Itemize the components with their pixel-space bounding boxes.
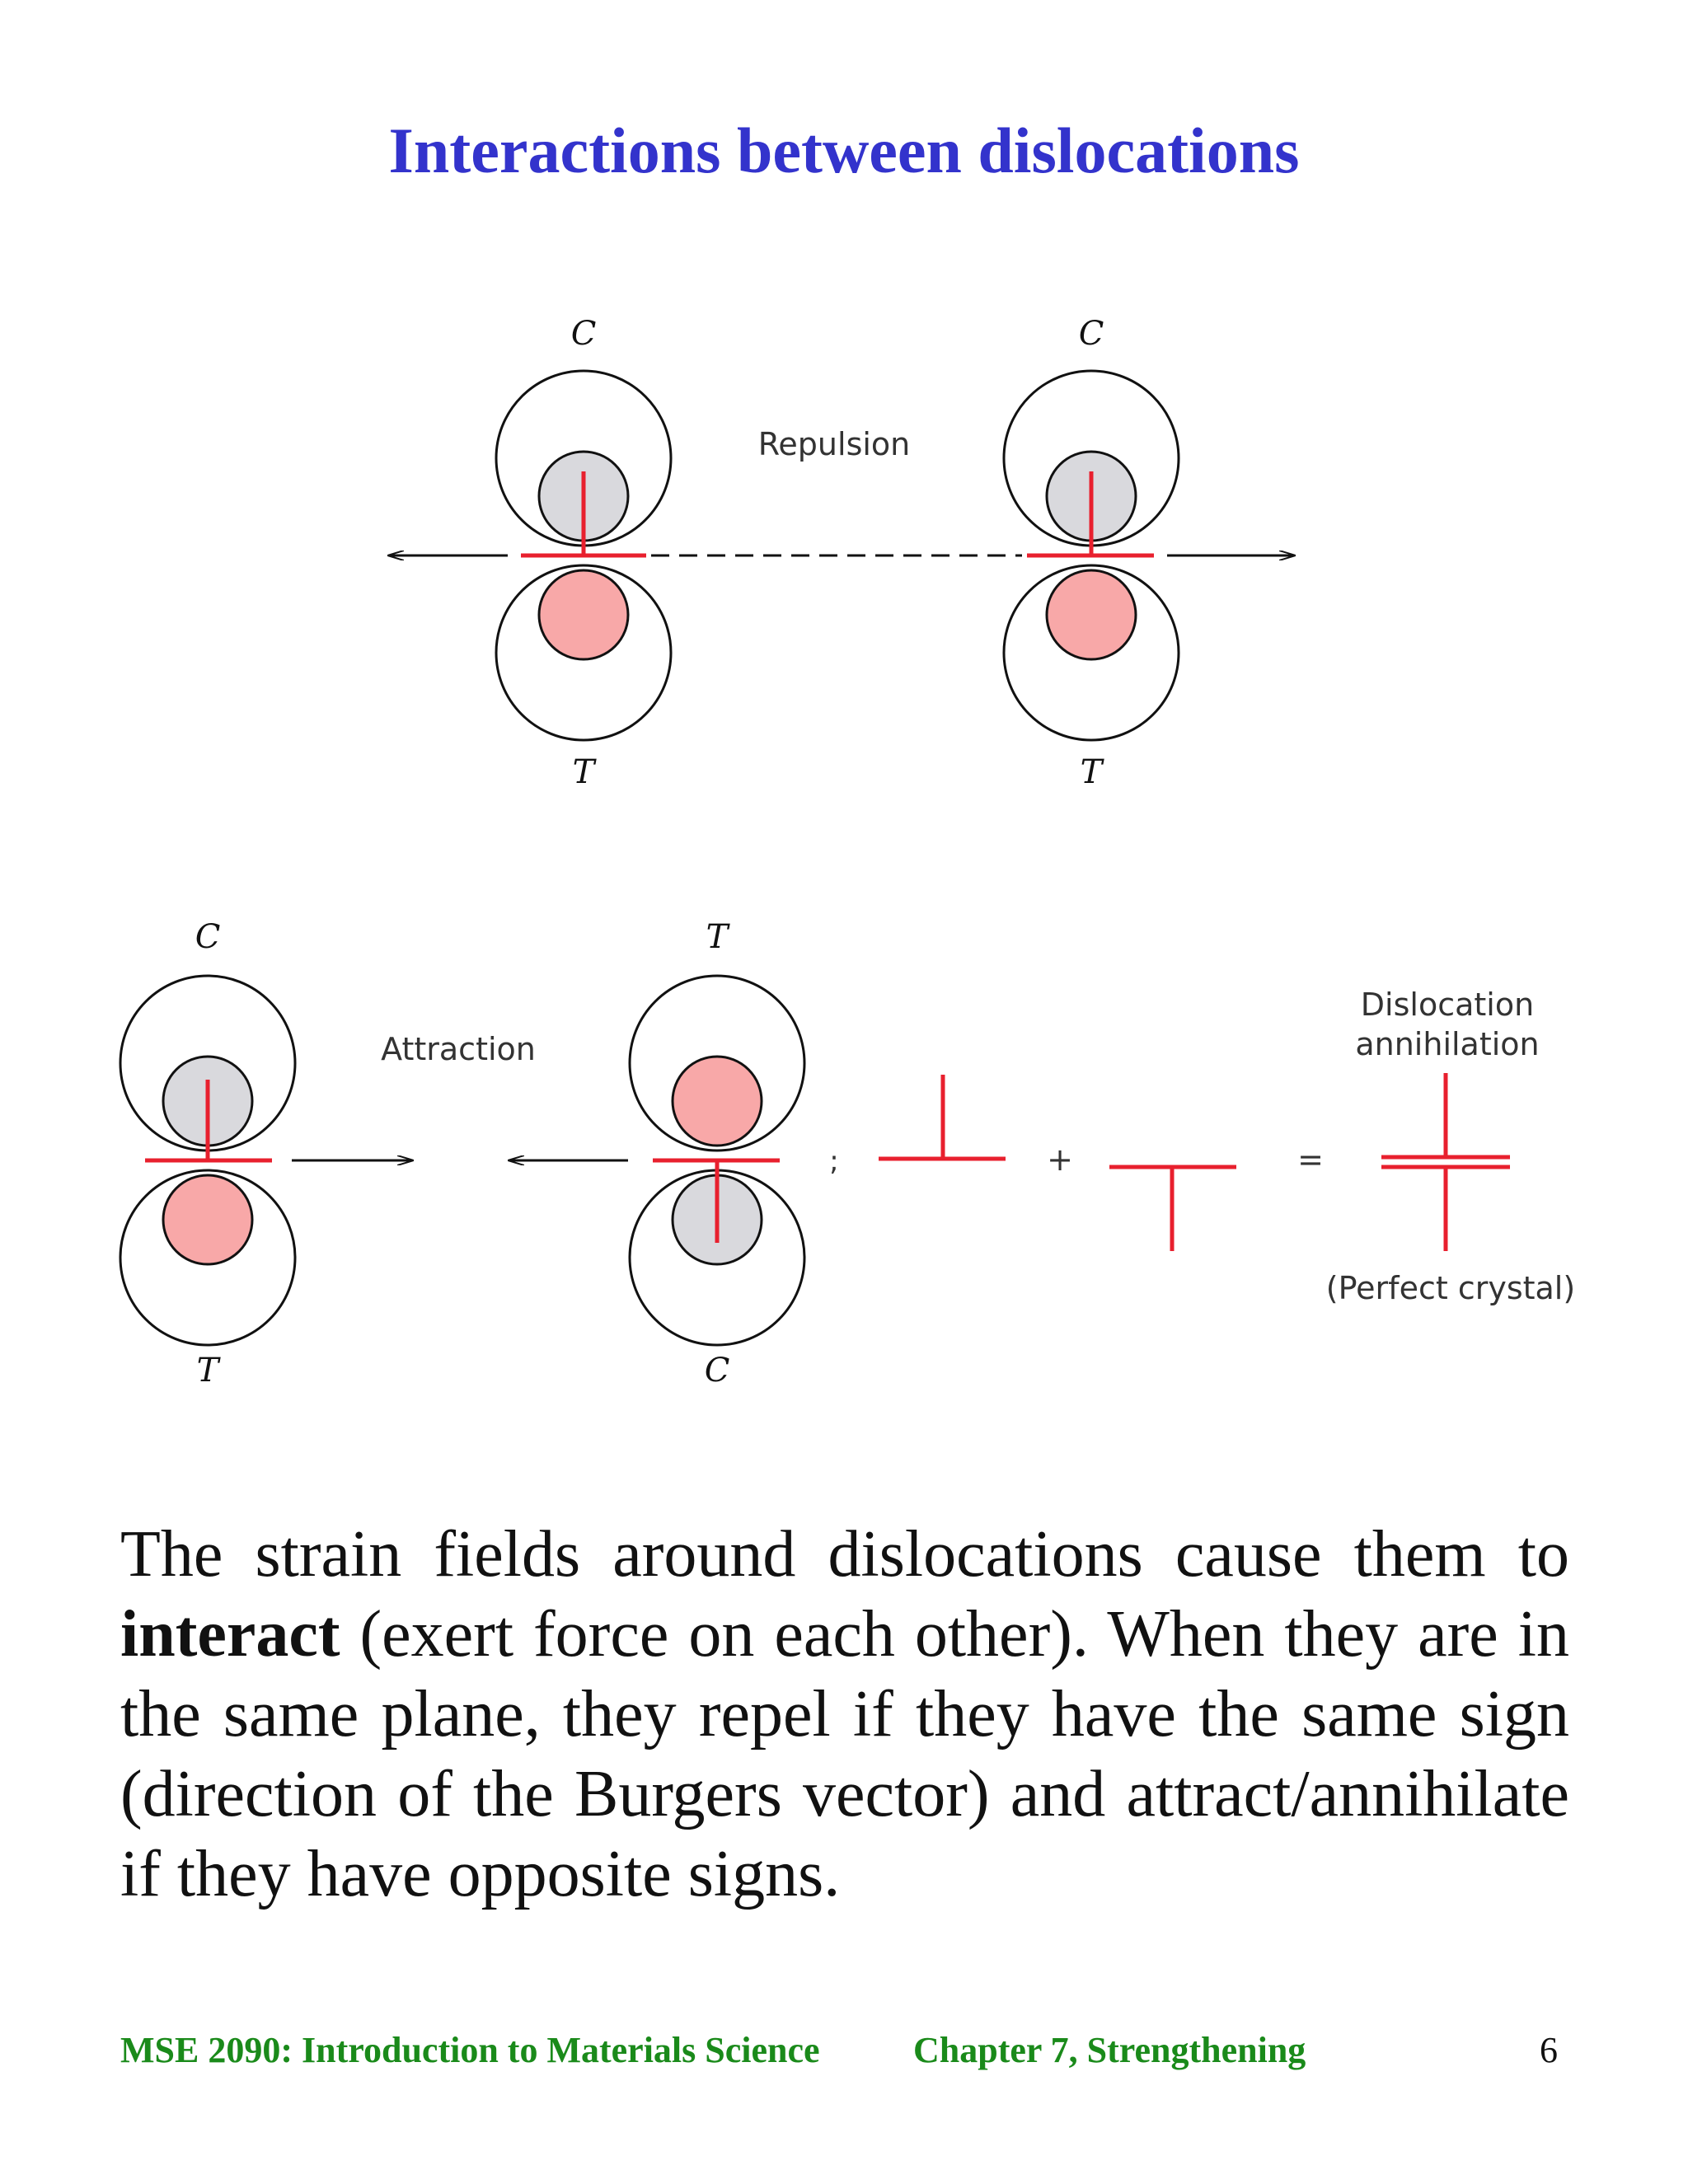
tension-field (1045, 569, 1137, 661)
attraction-label: Attraction (381, 1031, 536, 1067)
label-compression: C (195, 918, 221, 956)
negative-edge-dislocation-symbol (1109, 1165, 1236, 1251)
perfect-crystal-label: (Perfect crystal) (1326, 1270, 1575, 1306)
perfect-crystal-symbol (1381, 1073, 1510, 1251)
attraction-diagram: C T Attraction T C (119, 918, 806, 1390)
plus-sign: + (1047, 1141, 1073, 1178)
footer-course: MSE 2090: Introduction to Materials Scie… (120, 2030, 820, 2070)
footer-chapter: Chapter 7, Strengthening (913, 2030, 1306, 2070)
paragraph-part1: The strain fields around dislocations ca… (120, 1518, 1569, 1591)
tension-field (162, 1174, 254, 1266)
label-compression: C (705, 1352, 730, 1390)
repulsion-label: Repulsion (758, 426, 911, 462)
slide-title: Interactions between dislocations (388, 115, 1300, 186)
explanation-paragraph: The strain fields around dislocations ca… (120, 1515, 1569, 1915)
equals-sign: = (1297, 1141, 1324, 1178)
paragraph-bold-term: interact (120, 1598, 340, 1671)
positive-edge-dislocation-symbol (879, 1075, 1006, 1161)
label-compression: C (571, 315, 597, 353)
label-tension: T (706, 918, 731, 956)
paragraph-part2: (exert force on each other). When they a… (120, 1598, 1569, 1910)
repulsion-left-dislocation: C T (495, 315, 673, 791)
tension-field-outer (495, 564, 673, 742)
attraction-left-dislocation: C T (119, 918, 297, 1390)
attraction-right-dislocation: T C (628, 918, 806, 1390)
tension-field-outer (628, 974, 806, 1152)
slide-footer: MSE 2090: Introduction to Materials Scie… (0, 2029, 1688, 2079)
label-tension: T (573, 753, 598, 791)
dislocation-figure: C T C T Repulsion (99, 288, 1582, 1409)
repulsion-diagram: C T C T Repulsion (389, 315, 1294, 791)
annihilation-label-line2: annihilation (1355, 1026, 1539, 1062)
tension-field (537, 569, 630, 661)
annihilation-equation: ; + = Dislocation annihilation (829, 987, 1575, 1306)
annihilation-label-line1: Dislocation (1361, 987, 1534, 1023)
repulsion-right-dislocation: C T (1002, 315, 1180, 791)
footer-page-number: 6 (1540, 2030, 1558, 2070)
tension-field-outer (119, 1169, 297, 1347)
separator-semicolon: ; (829, 1145, 838, 1178)
label-tension: T (1081, 753, 1105, 791)
tension-field-outer (1002, 564, 1180, 742)
tension-field (671, 1055, 763, 1147)
label-compression: C (1079, 315, 1104, 353)
label-tension: T (197, 1352, 222, 1390)
